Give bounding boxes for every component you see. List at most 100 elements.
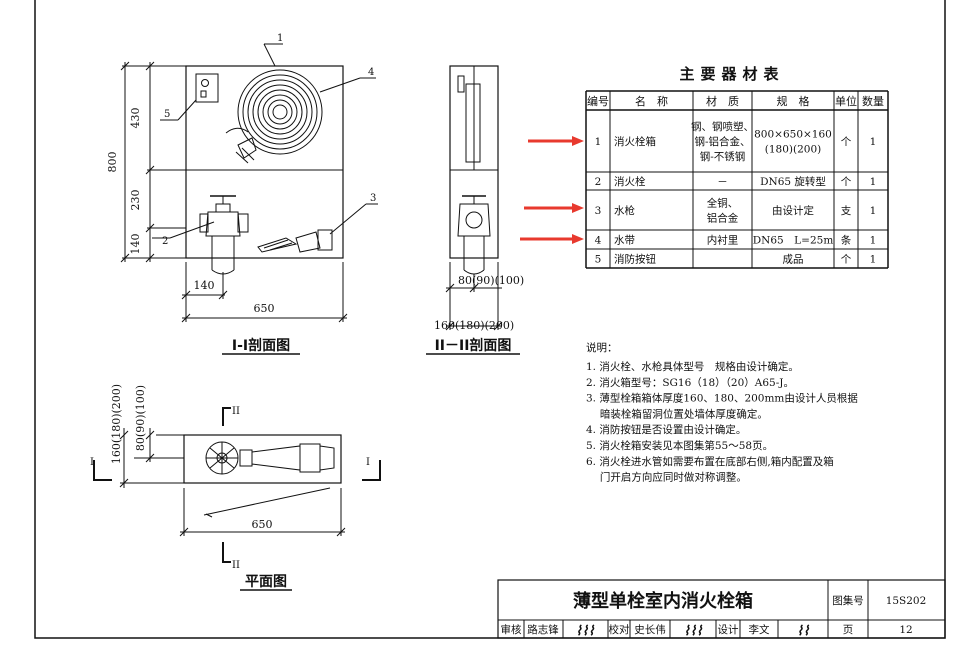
callout-2: 2 — [162, 236, 168, 247]
plan-outline — [183, 434, 342, 484]
title-block — [497, 579, 946, 639]
table-header: 规 格 — [777, 94, 810, 108]
row-unit: 条 — [841, 234, 852, 247]
row-qty: 1 — [870, 176, 877, 188]
note-line: 1. 消火栓、水枪具体型号 规格由设计确定。 — [586, 360, 799, 373]
row-material: － — [717, 176, 728, 188]
drawing-title: 薄型单栓室内消火栓箱 — [573, 590, 753, 612]
row-name: 消火栓 — [614, 175, 646, 188]
check-label: 校对 — [609, 623, 630, 636]
table-header: 名 称 — [635, 94, 668, 108]
row-unit: 个 — [841, 176, 852, 188]
row-unit: 个 — [841, 136, 852, 148]
note-line: 4. 消防按钮是否设置由设计确定。 — [586, 423, 746, 436]
review-name: 路志锋 — [527, 623, 559, 636]
note-line: 5. 消火栓箱安装见本图集第55～58页。 — [586, 439, 773, 452]
note-line: 6. 消火栓进水管如需要布置在底部右侧,箱内配置及箱 — [586, 455, 834, 468]
row-name: 消防按钮 — [614, 253, 656, 266]
row-unit: 个 — [841, 254, 852, 266]
row-spec: DN65 旋转型 — [760, 175, 826, 188]
note-line: 门开启方向应同时做对称调整。 — [586, 471, 747, 484]
hose-nozzle — [257, 229, 333, 253]
design-signature: ⌇⌇ — [797, 624, 810, 639]
row-unit: 支 — [841, 205, 852, 217]
row-material: 铝合金 — [707, 212, 739, 225]
dim-430: 430 — [129, 108, 142, 129]
row-qty: 1 — [870, 136, 877, 148]
section-2-view — [426, 65, 520, 355]
marker-top: II — [232, 406, 240, 417]
page-label: 页 — [843, 624, 854, 636]
row-qty: 1 — [870, 205, 877, 217]
marker-left: I — [90, 457, 94, 468]
callout-1: 1 — [277, 33, 283, 44]
materials-title: 主要器材表 — [679, 65, 784, 83]
hose-reel-coil — [237, 69, 323, 155]
row-material: 内衬里 — [707, 234, 739, 247]
marker-bottom: II — [232, 560, 240, 571]
row-spec: 800×650×160 — [754, 129, 832, 141]
note-line: 2. 消火箱型号：SG16（18）（20）A65-J。 — [586, 376, 794, 389]
callout-4: 4 — [368, 67, 374, 78]
notes-heading: 说明： — [586, 341, 618, 354]
row-number: 2 — [595, 176, 602, 188]
row-material: 全铜、 — [707, 197, 739, 210]
marker-right: I — [366, 457, 370, 468]
row-material: 钢、钢喷塑、 — [691, 120, 754, 133]
callout-3: 3 — [370, 193, 376, 204]
row-number: 4 — [595, 235, 602, 247]
dim-140-v: 140 — [129, 234, 142, 255]
hydrant-body — [199, 195, 249, 275]
atlas-number: 15S202 — [886, 595, 927, 607]
row-qty: 1 — [870, 254, 877, 266]
plan-dim-160: 160(180)(200) — [110, 384, 123, 464]
design-name: 李文 — [749, 623, 770, 636]
fire-button-box — [195, 73, 219, 103]
row-name: 水枪 — [614, 204, 635, 217]
note-line: 3. 薄型栓箱箱体厚度160、180、200mm由设计人员根据 — [586, 392, 858, 405]
title-block-text: 薄型单栓室内消火栓箱 图集号 15S202 页 12 审核 路志锋 ⌇⌇⌇ 校对… — [501, 590, 927, 639]
table-header: 数量 — [862, 95, 884, 108]
highlight-arrow — [528, 136, 584, 146]
dim-650: 650 — [254, 302, 275, 315]
sheet-border — [34, 0, 946, 639]
section-1-view — [120, 43, 378, 355]
dim-160: 160(180)(200) — [434, 319, 514, 332]
row-qty: 1 — [870, 235, 877, 247]
table-header: 单位 — [835, 94, 857, 108]
cabinet-outline — [185, 65, 344, 259]
note-line: 暗装栓箱留洞位置处墙体厚度确定。 — [586, 407, 768, 420]
dim-800: 800 — [106, 152, 119, 173]
section-1-title: I-I剖面图 — [232, 337, 290, 354]
section-2-text: 80(90)(100) 160(180)(200) II－II剖面图 — [434, 274, 524, 354]
row-spec: DN65 L=25m — [753, 235, 834, 247]
hydrant-side — [457, 195, 491, 275]
atlas-label: 图集号 — [832, 594, 864, 607]
page-number: 12 — [899, 624, 912, 636]
callout-5: 5 — [164, 109, 170, 120]
check-signature: ⌇⌇⌇ — [683, 624, 703, 639]
section-1-text: 430 230 140 800 140 650 1 2 3 4 5 I-I剖面图 — [106, 33, 376, 354]
dim-140-h: 140 — [194, 279, 215, 292]
row-spec: 由设计定 — [772, 204, 814, 217]
dim-230: 230 — [129, 190, 142, 211]
table-header: 编号 — [587, 94, 609, 108]
row-material: 钢-不锈钢 — [700, 150, 746, 163]
plan-dim-80: 80(90)(100) — [134, 385, 147, 451]
review-label: 审核 — [501, 623, 522, 636]
design-label: 设计 — [718, 623, 739, 636]
highlight-arrows — [520, 136, 584, 244]
highlight-arrow — [520, 234, 584, 244]
notes-block: 说明： 1. 消火栓、水枪具体型号 规格由设计确定。 2. 消火箱型号：SG16（1… — [586, 341, 858, 484]
row-number: 1 — [595, 136, 602, 148]
row-material: 钢-铝合金、 — [694, 135, 750, 148]
hose-coupling — [237, 137, 257, 159]
row-number: 5 — [595, 254, 602, 266]
plan-text: 160(180)(200) 80(90)(100) 650 II II I I … — [90, 384, 370, 590]
row-name: 消火栓箱 — [614, 135, 656, 148]
section-2-title: II－II剖面图 — [435, 337, 512, 354]
hose-reel-side — [465, 83, 481, 163]
